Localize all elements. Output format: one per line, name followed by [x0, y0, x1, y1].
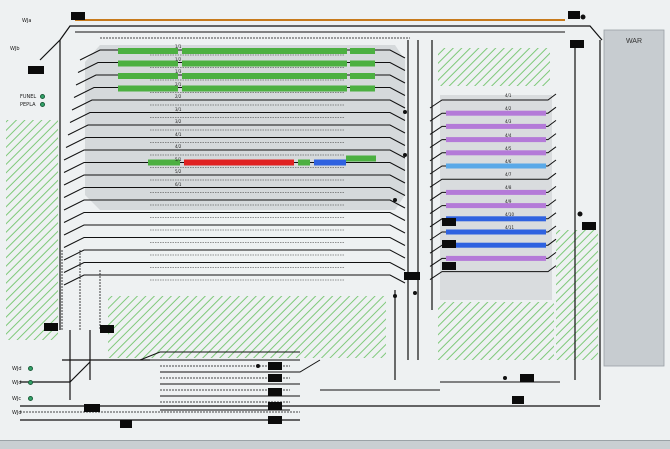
platform-track[interactable] [63, 174, 406, 186]
right-track-number-label: 4/8 [505, 185, 512, 191]
occupied-segment[interactable] [118, 85, 178, 92]
occupied-segment[interactable] [350, 85, 375, 92]
war-depot [603, 29, 665, 367]
track-number-label: 4/2 [175, 144, 182, 149]
track-number-label: 4/1 [175, 131, 182, 137]
occupied-segment[interactable] [298, 159, 310, 166]
track-number-label: 3/1 [175, 106, 182, 112]
right-track-number-label: 4/2 [505, 106, 512, 112]
platform-track[interactable] [63, 199, 406, 211]
track-number-label: 2/2 [175, 94, 182, 99]
occupied-segment[interactable] [182, 48, 347, 54]
line-label-wja: WJa [22, 18, 32, 24]
right-occupied-segment[interactable] [446, 110, 546, 116]
platform-track[interactable] [63, 187, 406, 198]
right-occupied-segment[interactable] [446, 150, 546, 156]
pepla-label: PEPLA [20, 102, 36, 108]
occupied-segment[interactable] [350, 73, 375, 79]
war-depot-label: WAR [625, 38, 643, 45]
occupied-segment[interactable] [182, 85, 347, 92]
right-occupied-segment[interactable] [446, 229, 546, 235]
funel-indicator[interactable] [40, 94, 45, 99]
track-number-label: 6/1 [175, 181, 182, 187]
route-segment-red[interactable] [184, 159, 294, 166]
occupied-segment[interactable] [182, 60, 347, 67]
right-group-track[interactable] [429, 265, 557, 281]
platform-track[interactable] [63, 212, 406, 223]
right-occupied-segment[interactable] [446, 123, 546, 129]
hatched-area-bottom-center [108, 296, 386, 358]
platform-track[interactable] [63, 149, 406, 161]
line-label-wjd-1: WJd [12, 366, 22, 372]
occupied-segment[interactable] [118, 48, 178, 54]
right-track-number-label: 4/5 [505, 145, 512, 151]
line-label-wjd-3: WJd [12, 410, 22, 416]
right-track-number-label: 4/3 [505, 119, 512, 125]
right-track-number-label: 4/10 [505, 211, 514, 217]
hatched-area-left [6, 120, 58, 340]
right-track-number-label: 4/11 [505, 225, 514, 230]
platform-area [85, 45, 405, 210]
platform-track[interactable] [63, 249, 406, 261]
right-occupied-segment[interactable] [446, 189, 546, 195]
platform-track[interactable] [67, 124, 406, 136]
right-occupied-segment[interactable] [446, 137, 546, 143]
line-label-wjd-2: WJd [12, 380, 22, 386]
occupied-segment[interactable] [350, 48, 375, 54]
occupied-segment[interactable] [182, 73, 347, 79]
right-occupied-segment[interactable] [446, 203, 546, 209]
platform-track[interactable] [63, 274, 406, 286]
platform-track[interactable] [71, 99, 406, 111]
line-label-wjc: WJc [12, 396, 22, 402]
wjd-2-indicator[interactable] [28, 380, 33, 385]
platform-track[interactable] [63, 262, 406, 273]
wjd-1-indicator[interactable] [28, 366, 33, 371]
hatched-area-top-right [438, 48, 550, 86]
occupied-segment[interactable] [350, 60, 375, 67]
track-number-label: 2/1 [175, 81, 182, 87]
track-number-label: 1/3 [175, 69, 182, 74]
line-label-wjb: WJb [10, 46, 20, 52]
platform-track[interactable] [69, 112, 406, 123]
route-segment-blue[interactable] [314, 159, 346, 166]
hatched-area-right-mid [556, 230, 598, 360]
right-occupied-segment[interactable] [446, 255, 546, 261]
occupied-segment[interactable] [148, 159, 180, 166]
track-number-label: 5/2 [175, 169, 182, 174]
track-number-label: 3/2 [175, 119, 182, 124]
platform-track[interactable] [63, 224, 406, 236]
right-track-number-label: 4/7 [505, 172, 512, 178]
right-occupied-segment[interactable] [446, 216, 546, 222]
platform-track[interactable] [63, 237, 406, 248]
pepla-indicator[interactable] [40, 102, 45, 107]
funel-label: FUNEL [20, 94, 37, 100]
right-occupied-segment[interactable] [446, 163, 546, 169]
right-track-number-label: 4/4 [505, 132, 512, 138]
track-number-label: 1/1 [175, 44, 182, 49]
right-group-track[interactable] [429, 93, 557, 109]
hatched-area-bottom-right [438, 302, 554, 360]
track-number-label: 1/2 [175, 56, 182, 62]
right-occupied-segment[interactable] [446, 242, 546, 248]
right-group-track[interactable] [429, 172, 557, 188]
wjc-indicator[interactable] [28, 396, 33, 401]
track-number-label: 5/1 [175, 156, 182, 162]
right-track-number-label: 4/1 [505, 93, 512, 98]
status-bar [0, 440, 670, 449]
right-platform-area [440, 95, 552, 300]
occupied-segment[interactable] [118, 60, 178, 67]
occupied-segment[interactable] [346, 155, 376, 162]
platform-track[interactable] [65, 137, 406, 148]
right-track-number-label: 4/6 [505, 159, 512, 164]
occupied-segment[interactable] [118, 73, 178, 79]
right-track-number-label: 4/9 [505, 198, 512, 204]
